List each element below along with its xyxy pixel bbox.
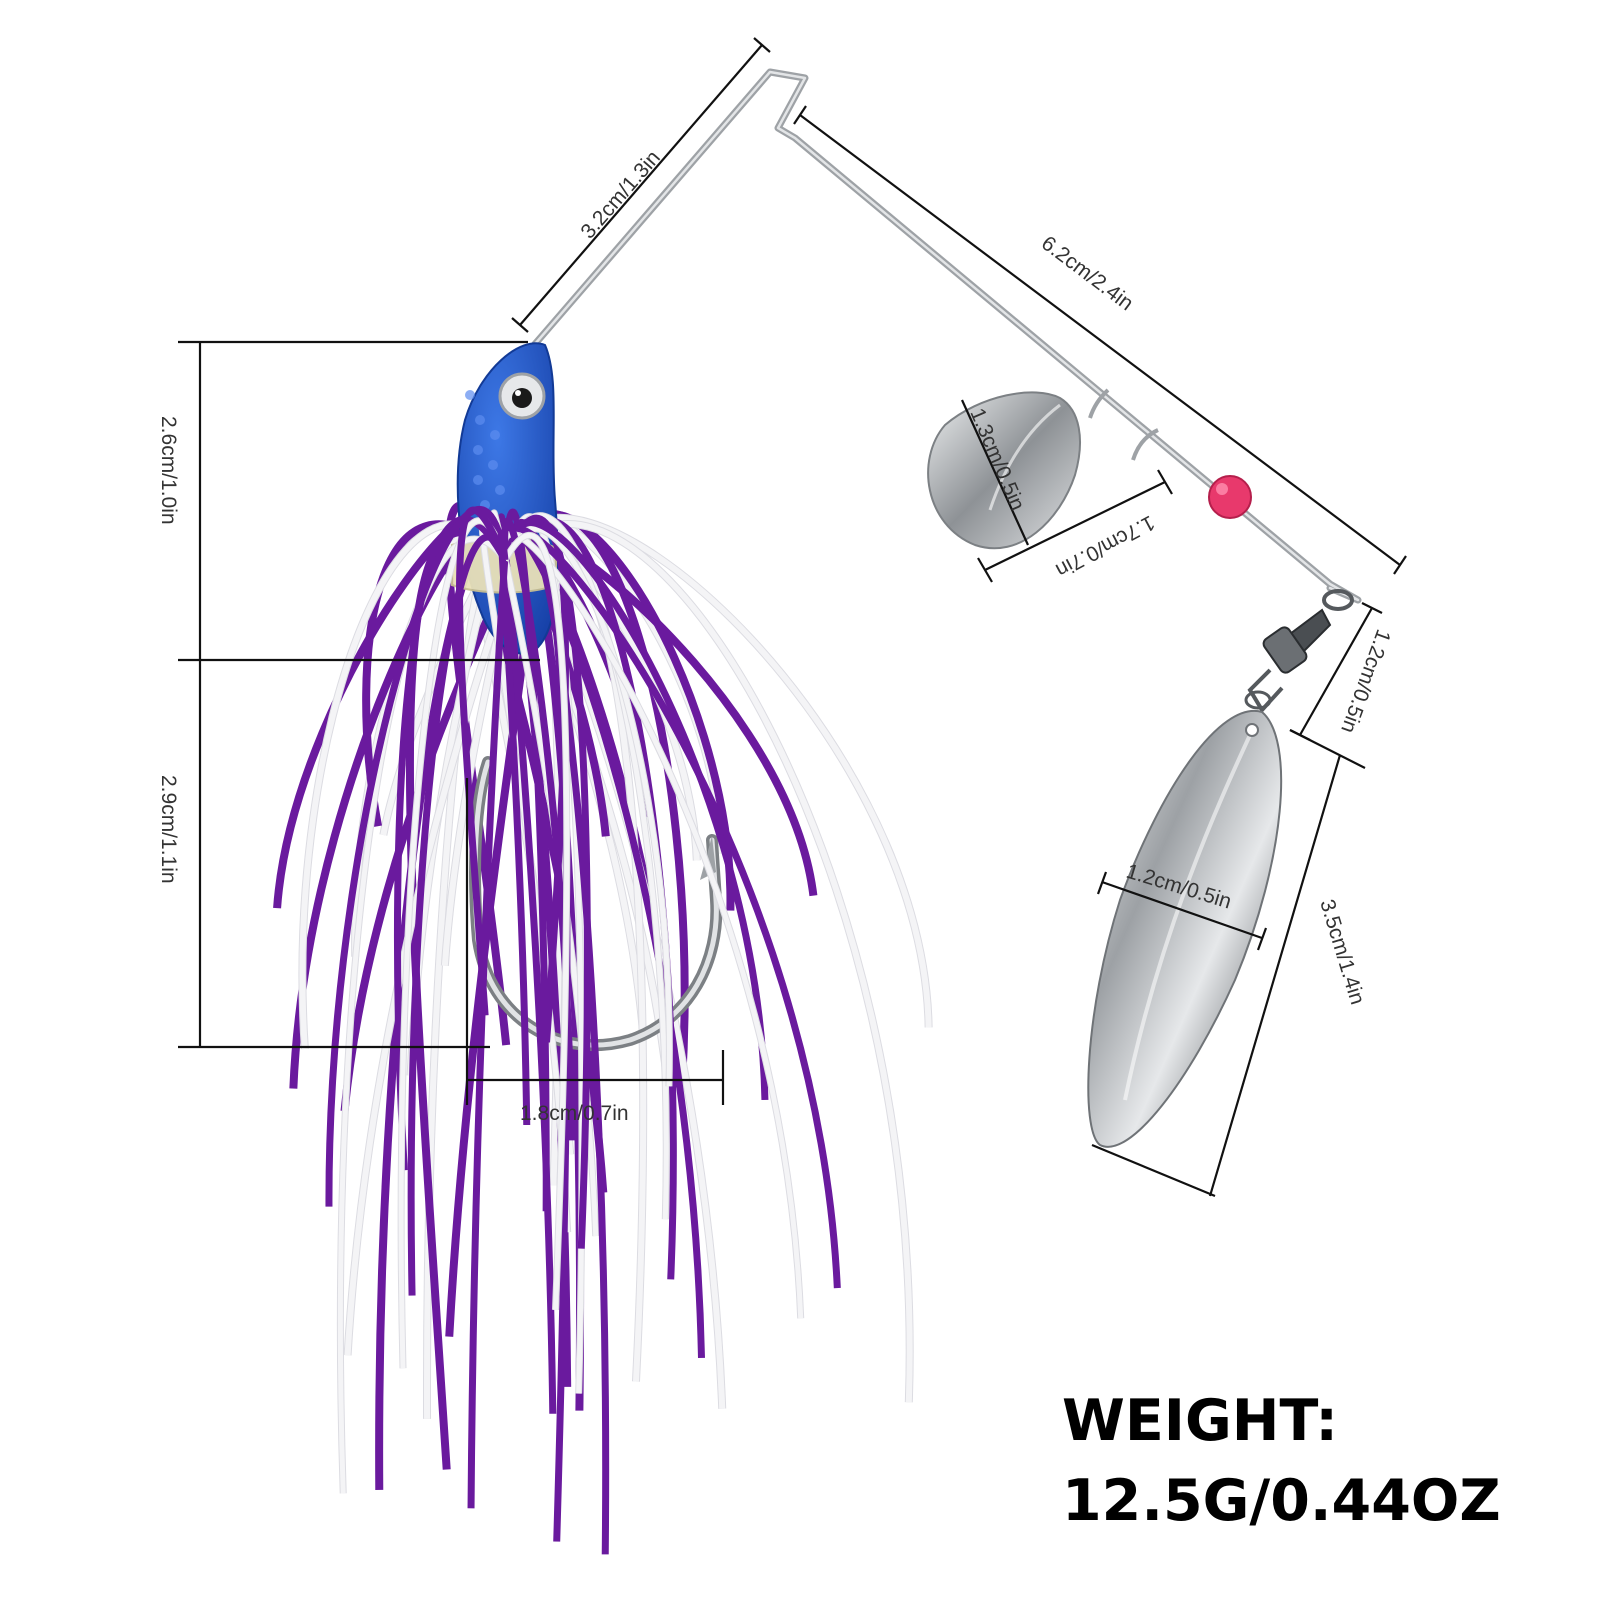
dim-label-swivel: 1.2cm/0.5in [1336,626,1395,736]
dim-label-head-height: 2.6cm/1.0in [157,416,180,525]
dim-label-hook-gap: 1.8cm/0.7in [520,1102,629,1125]
dim-hook-gap: 1.8cm/0.7in [465,778,725,1125]
small-blade [927,388,1159,550]
large-blade [1087,709,1283,1148]
silicone-skirt-front [325,506,841,1555]
dim-head-height: 2.6cm/1.0in [157,340,540,662]
dim-label-upper-arm: 3.2cm/1.3in [576,146,665,243]
dim-label-small-blade-width: 1.7cm/0.7in [1052,511,1159,582]
dim-label-large-blade-length: 3.5cm/1.4in [1315,897,1369,1008]
dim-hook-height: 2.9cm/1.1in [157,660,490,1049]
dim-upper-arm: 3.2cm/1.3in [511,37,771,333]
weight-label: WEIGHT: [1062,1388,1339,1454]
dim-label-hook-height: 2.9cm/1.1in [157,775,180,884]
bead [1208,475,1252,519]
swivel [1244,589,1354,714]
weight-value: 12.5G/0.44OZ [1062,1468,1501,1534]
dim-main-arm: 6.2cm/2.4in [793,105,1407,575]
